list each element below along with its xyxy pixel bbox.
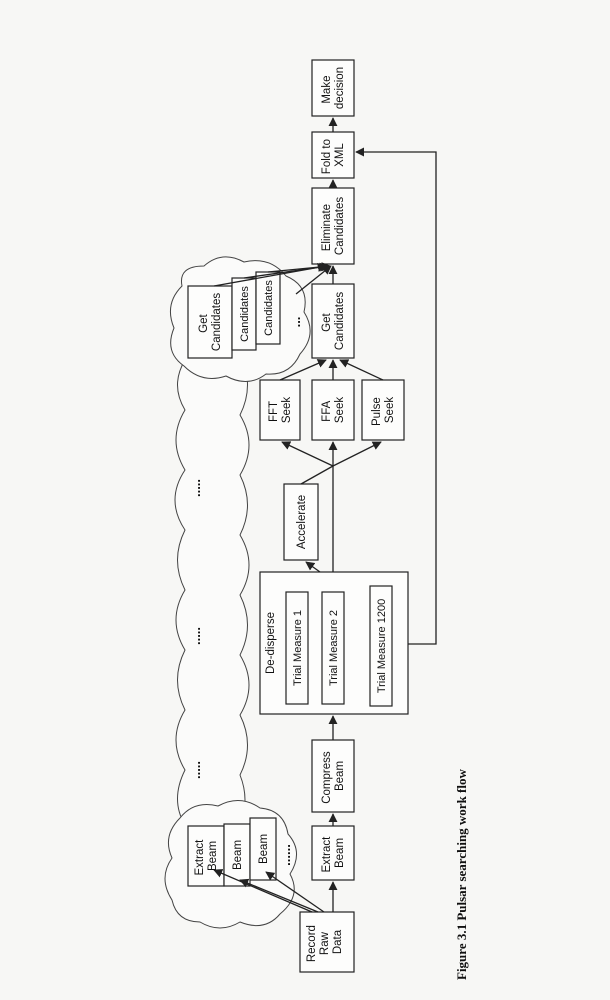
svg-text:Beam: Beam bbox=[232, 840, 244, 870]
svg-text:Trial Measure 2: Trial Measure 2 bbox=[328, 610, 340, 686]
svg-text:Accelerate: Accelerate bbox=[296, 495, 308, 549]
eliminate-candidates-node: Eliminate Candidates bbox=[311, 187, 355, 265]
edge-raw-to-beam-b bbox=[265, 871, 325, 913]
svg-text:FFA Seek: FFA Seek bbox=[321, 397, 346, 423]
beam-stack-ellipsis: ...... bbox=[278, 844, 293, 866]
edge-fft-to-get bbox=[279, 359, 327, 381]
svg-text:Extract Beam: Extract Beam bbox=[194, 837, 219, 876]
cloud-ellipsis-1: ..... bbox=[188, 761, 203, 779]
svg-text:FFT Seek: FFT Seek bbox=[268, 397, 293, 423]
svg-text:Get Candidates: Get Candidates bbox=[321, 292, 346, 350]
accelerate-node: Accelerate bbox=[283, 483, 319, 561]
svg-text:Candidates: Candidates bbox=[263, 280, 275, 336]
svg-text:Record Raw Data: Record Raw Data bbox=[306, 922, 344, 962]
cloud-ellipsis-2: ..... bbox=[188, 627, 203, 645]
extract-beam-cloud-node: Extract Beam bbox=[187, 825, 225, 887]
trial-measure-1: Trial Measure 1 bbox=[285, 591, 309, 705]
edge-merge-to-pulse bbox=[332, 441, 382, 467]
svg-text:Compress Beam: Compress Beam bbox=[321, 748, 346, 804]
edge-raw-to-extract-cloud bbox=[213, 869, 313, 913]
svg-text:Trial Measure 1200: Trial Measure 1200 bbox=[376, 599, 388, 693]
fft-seek-node: FFT Seek bbox=[259, 379, 301, 441]
compress-beam-node: Compress Beam bbox=[311, 739, 355, 813]
candidates-node-b: Candidates bbox=[255, 271, 281, 345]
svg-text:Eliminate Candidates: Eliminate Candidates bbox=[321, 197, 346, 255]
edge-ellipsis-to-eliminate bbox=[295, 265, 332, 295]
fold-to-xml-node: Fold to XML bbox=[311, 131, 355, 179]
svg-text:Trial Measure 1: Trial Measure 1 bbox=[292, 610, 304, 686]
cloud-large bbox=[174, 304, 250, 832]
trial-measure-2: Trial Measure 2 bbox=[321, 591, 345, 705]
extract-beam-node: Extract Beam bbox=[311, 825, 355, 881]
beam-node-b: Beam bbox=[249, 817, 277, 881]
record-raw-data-node: Record Raw Data bbox=[299, 911, 355, 973]
de-disperse-node: De-disperse Trial Measure 1 Trial Measur… bbox=[259, 571, 409, 715]
edge-accelerate-to-merge bbox=[300, 465, 334, 485]
svg-text:Extract Beam: Extract Beam bbox=[321, 834, 346, 873]
svg-text:Fold to XML: Fold to XML bbox=[321, 136, 346, 174]
candidates-node-a: Candidates bbox=[231, 277, 257, 351]
make-decision-node: Make decision bbox=[311, 59, 355, 117]
svg-text:Pulse Seek: Pulse Seek bbox=[371, 394, 396, 426]
edge-trial1200-feedback bbox=[355, 147, 437, 645]
svg-text:Get Candidates: Get Candidates bbox=[198, 293, 223, 351]
edge-merge-to-fft bbox=[281, 441, 334, 467]
edges bbox=[213, 117, 437, 913]
svg-text:Beam: Beam bbox=[258, 834, 270, 864]
edge-raw-to-beam-a bbox=[239, 878, 319, 913]
candidates-stack-ellipsis: ... bbox=[288, 317, 303, 328]
pulse-seek-node: Pulse Seek bbox=[361, 379, 405, 441]
trial-measure-1200: Trial Measure 1200 bbox=[369, 585, 393, 707]
edge-cand-b-to-eliminate bbox=[267, 262, 331, 273]
figure-caption: Figure 3.1 Pulsar searching work flow bbox=[454, 769, 469, 981]
svg-text:Candidates: Candidates bbox=[239, 286, 251, 342]
cloud-ellipsis-3: ..... bbox=[188, 479, 203, 497]
edge-dedisperse-to-accelerate bbox=[305, 561, 321, 573]
edge-pulse-to-get bbox=[339, 359, 384, 381]
get-candidates-node: Get Candidates bbox=[311, 283, 355, 359]
svg-text:De-disperse: De-disperse bbox=[265, 612, 277, 674]
get-candidates-cloud-node: Get Candidates bbox=[187, 285, 233, 359]
ffa-seek-node: FFA Seek bbox=[311, 379, 355, 441]
svg-text:Make decision: Make decision bbox=[321, 67, 346, 109]
beam-node-a: Beam bbox=[223, 823, 251, 887]
